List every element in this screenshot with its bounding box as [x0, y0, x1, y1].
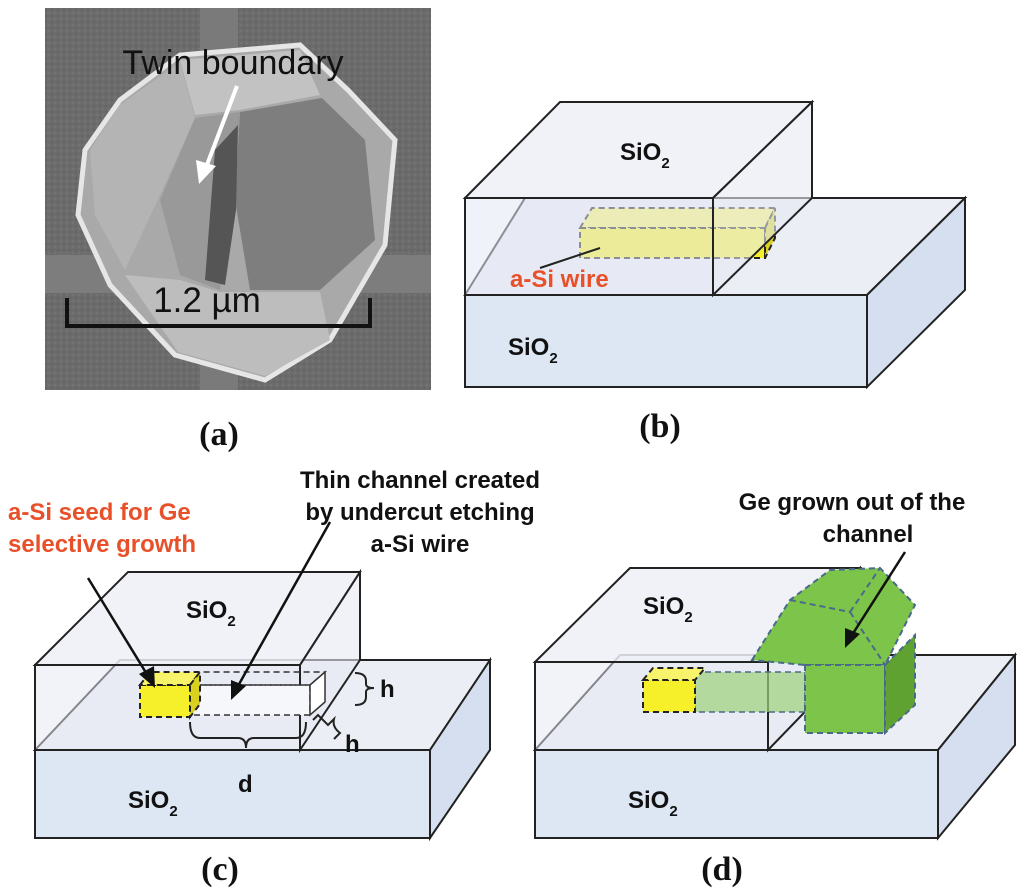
- a-si-seed-top: [640, 667, 708, 681]
- bottom-block-oxide-label: SiO2: [628, 787, 678, 820]
- height-dimension-brace: [354, 672, 375, 706]
- seed-arrow-shaft: [86, 577, 150, 677]
- a-si-seed: [139, 684, 191, 718]
- length-label: d: [238, 771, 253, 798]
- height-label-1: h: [380, 676, 395, 703]
- top-block-side-face: [712, 99, 813, 298]
- channel-label-line-2: by undercut etching: [305, 499, 534, 526]
- crystal-facet-top: [180, 50, 320, 115]
- bottom-block-front-face: [534, 749, 939, 839]
- bottom-block-side-face: [429, 656, 491, 842]
- seed-label-line-2: selective growth: [8, 531, 196, 558]
- a-si-wire-label: a-Si wire: [510, 266, 609, 293]
- length-dimension-brace: [189, 721, 307, 749]
- ge-facet-edge: [849, 611, 886, 666]
- top-block-oxide-label: SiO2: [186, 597, 236, 630]
- bottom-block-side-face: [937, 652, 1016, 841]
- twin-boundary-label: Twin boundary: [122, 44, 343, 82]
- ge-crystal-front: [804, 664, 886, 734]
- panel-c-caption: (c): [201, 851, 239, 888]
- twin-boundary-groove: [205, 125, 238, 285]
- panel-d: SiO2 SiO2 Ge grown out of the channel (d…: [532, 489, 1018, 888]
- twin-boundary-arrowhead: [196, 160, 216, 184]
- wire-label-leader: [539, 247, 601, 269]
- ge-label-line-1: Ge grown out of the: [739, 489, 966, 516]
- seed-label-line-1: a-Si seed for Ge: [8, 499, 191, 526]
- panel-c: h h d SiO2 SiO2 a-Si seed for Ge selecti…: [8, 467, 540, 888]
- scale-bar: [65, 298, 372, 328]
- channel-label-line-3: a-Si wire: [371, 531, 470, 558]
- top-block-oxide-label: SiO2: [643, 593, 693, 626]
- a-si-seed: [642, 679, 696, 713]
- panel-b: SiO2 SiO2 a-Si wire (b): [462, 99, 968, 445]
- twin-boundary-arrow-shaft: [203, 85, 239, 171]
- a-si-seed-side: [189, 669, 201, 720]
- ge-label-line-2: channel: [823, 521, 914, 548]
- channel-arrow-shaft: [236, 521, 332, 687]
- scale-bar-label: 1.2 µm: [153, 281, 261, 320]
- crystal-facet-right: [235, 98, 375, 290]
- ge-facet-edge: [789, 599, 851, 613]
- bottom-block-side-face: [866, 195, 966, 390]
- seed-arrowhead: [139, 666, 155, 688]
- panel-a-caption: (a): [199, 416, 239, 453]
- channel-opening: [309, 670, 326, 717]
- depth-dimension-brace: [312, 713, 342, 740]
- top-block-oxide-label: SiO2: [620, 139, 670, 172]
- ge-arrow-shaft: [850, 551, 907, 636]
- crystal-facet-left: [90, 62, 195, 270]
- thin-channel: [189, 684, 311, 716]
- panel-d-caption: (d): [701, 851, 743, 888]
- bottom-block-front-face: [34, 749, 431, 839]
- panel-b-caption: (b): [639, 408, 681, 445]
- bottom-block-oxide-label: SiO2: [128, 787, 178, 820]
- height-label-2: h: [345, 731, 360, 758]
- panel-a: Twin boundary 1.2 µm (a): [45, 8, 431, 453]
- channel-arrowhead: [231, 680, 246, 700]
- ge-arrowhead: [845, 628, 860, 648]
- ge-crystal-side: [884, 632, 916, 736]
- ge-facet-edge: [849, 567, 881, 613]
- ge-filled-channel: [694, 671, 806, 713]
- channel-label-line-1: Thin channel created: [300, 467, 540, 494]
- bottom-block-oxide-label: SiO2: [508, 334, 558, 367]
